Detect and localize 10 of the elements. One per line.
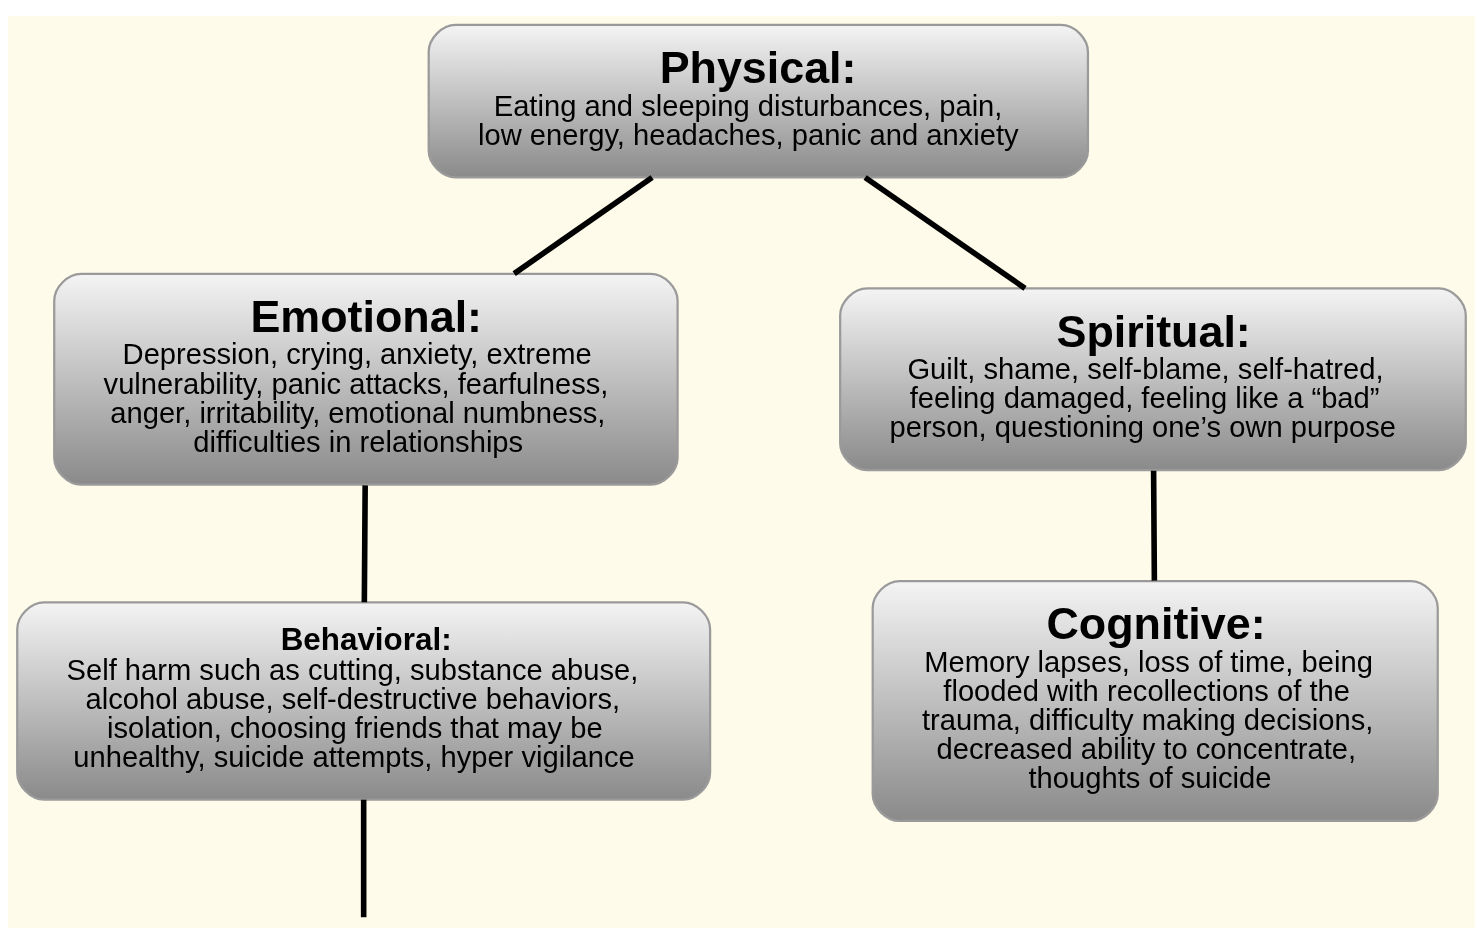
node-box: Emotional: Depression, crying, anxiety, extreme vulnerability, panic attacks, fearfulness, anger, irritability, emotional numbness, difficulties in relationships (53, 272, 679, 486)
node-box: Spiritual: Guilt, shame, self-blame, self-hatred, feeling damaged, feeling like a “bad” person, questioning one’s own purpose (839, 286, 1467, 471)
node-box: Behavioral: Self harm such as cutting, substance abuse, alcohol abuse, self-destructive behaviors, isolation, choosing friends that may be unhealthy, suicide attempts, hyper vigilance (16, 600, 712, 801)
connector (512, 174, 654, 276)
connector (863, 174, 1027, 291)
connector (1150, 470, 1158, 581)
connector (360, 799, 367, 917)
node-box: Physical: Eating and sleeping disturbances, pain, low energy, headaches, panic and anxiety (427, 23, 1090, 179)
node-box: Cognitive: Memory lapses, loss of time, being flooded with recollections of the trauma, difficulty making decisions, decreased ability to concentrate, thoughts of suicide (871, 579, 1439, 822)
connector (361, 484, 368, 602)
